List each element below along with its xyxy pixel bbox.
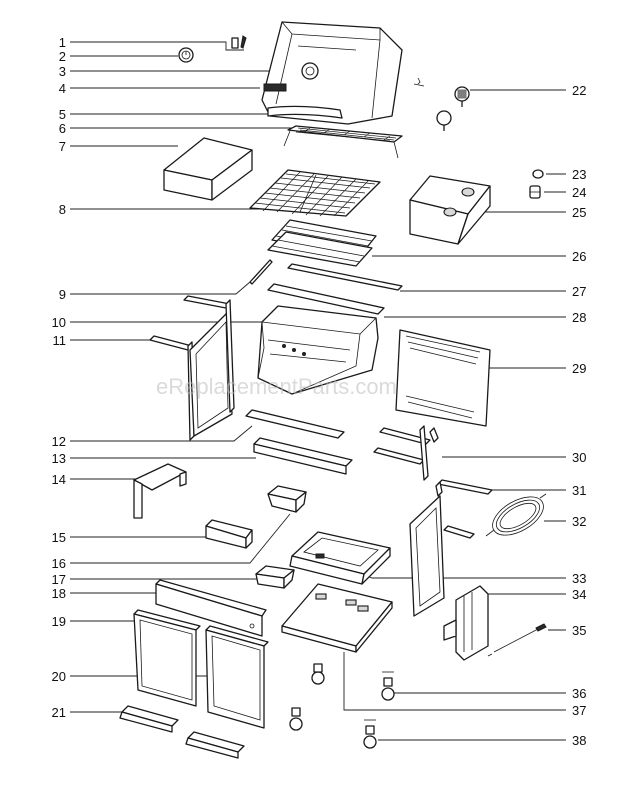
part-29-rear-panel xyxy=(395,329,491,427)
part-18-front-trim xyxy=(155,579,267,637)
callout-38: 38 xyxy=(572,733,586,748)
part-22-control-knobs xyxy=(413,77,470,131)
part-27-burner-tube xyxy=(287,263,403,291)
callout-2: 2 xyxy=(59,49,66,64)
callout-19: 19 xyxy=(52,614,66,629)
part-23-igniter-button xyxy=(532,169,544,179)
part-32-gas-hose xyxy=(485,493,547,537)
callout-17: 17 xyxy=(52,572,66,587)
part-8-cooking-grate xyxy=(249,169,381,217)
part-37-bottom-panel xyxy=(281,583,393,653)
callout-30: 30 xyxy=(572,450,586,465)
watermark: eReplacementParts.com xyxy=(156,374,397,399)
callout-35: 35 xyxy=(572,623,586,638)
callout-27: 27 xyxy=(572,284,586,299)
part-10-cookbox xyxy=(257,305,379,395)
part-24-igniter-module xyxy=(529,185,541,199)
part-13-slide-rail xyxy=(253,437,353,475)
part-33-grease-tray xyxy=(289,531,391,585)
callout-15: 15 xyxy=(52,530,66,545)
callout-32: 32 xyxy=(572,514,586,529)
callout-12: 12 xyxy=(52,434,66,449)
part-38-casters xyxy=(289,707,377,749)
lid-handle xyxy=(267,105,343,119)
part-17-disposable-pan xyxy=(255,565,295,589)
part-36-casters xyxy=(311,663,395,701)
part-7-side-shelf-left xyxy=(163,137,253,201)
part-16-drip-tray xyxy=(267,485,307,513)
part-1-screws xyxy=(231,35,247,49)
callout-7: 7 xyxy=(59,139,66,154)
callout-11: 11 xyxy=(53,333,67,348)
callout-37: 37 xyxy=(572,703,586,718)
callout-34: 34 xyxy=(572,587,586,602)
part-30-slide-frame xyxy=(373,425,439,481)
lid-badge xyxy=(263,83,287,92)
callout-36: 36 xyxy=(572,686,586,701)
part-12-cross-brace xyxy=(245,409,345,439)
part-26-flavorizer-bars xyxy=(267,219,377,267)
part-9-crossover-tube xyxy=(249,259,273,285)
callout-28: 28 xyxy=(572,310,586,325)
part-6-warming-rack xyxy=(283,125,403,159)
part-19-left-door xyxy=(133,609,201,707)
callout-14: 14 xyxy=(52,472,66,487)
callout-3: 3 xyxy=(59,64,66,79)
part-2-thermometer xyxy=(178,47,194,63)
callout-numbers-right: 22 23 24 25 26 27 28 29 30 31 32 33 34 3… xyxy=(572,83,586,748)
callout-9: 9 xyxy=(59,287,66,302)
callout-13: 13 xyxy=(52,451,66,466)
callout-29: 29 xyxy=(572,361,586,376)
callout-6: 6 xyxy=(59,121,66,136)
callout-26: 26 xyxy=(572,249,586,264)
part-31-right-frame xyxy=(409,479,493,617)
callout-numbers-left: 1 2 3 4 5 6 7 8 9 10 11 12 13 14 15 16 1… xyxy=(52,35,66,720)
callout-20: 20 xyxy=(52,669,66,684)
leader-37 xyxy=(343,652,566,711)
callout-1: 1 xyxy=(59,35,66,50)
callout-21: 21 xyxy=(52,705,66,720)
callout-24: 24 xyxy=(572,185,586,200)
part-14-handle xyxy=(133,463,187,519)
part-15-catch-pan-holder xyxy=(205,519,253,549)
leader-16 xyxy=(70,513,291,564)
callout-18: 18 xyxy=(52,586,66,601)
leader-12 xyxy=(70,425,253,442)
part-25-control-panel xyxy=(409,175,491,245)
leader-1 xyxy=(70,41,244,51)
part-35-igniter-wire xyxy=(487,623,547,657)
callout-10: 10 xyxy=(52,315,66,330)
callout-33: 33 xyxy=(572,571,586,586)
callout-23: 23 xyxy=(572,167,586,182)
part-lid xyxy=(261,21,403,125)
leader-9 xyxy=(70,281,251,295)
callout-5: 5 xyxy=(59,107,66,122)
part-20-right-door xyxy=(205,625,269,729)
callout-25: 25 xyxy=(572,205,586,220)
callout-16: 16 xyxy=(52,556,66,571)
part-11-left-frame xyxy=(149,295,235,441)
callout-22: 22 xyxy=(572,83,586,98)
callout-31: 31 xyxy=(572,483,586,498)
leader-lines xyxy=(70,41,566,741)
callout-4: 4 xyxy=(59,81,66,96)
callout-8: 8 xyxy=(59,202,66,217)
part-21-door-handles xyxy=(119,705,245,759)
part-28-burner-tube xyxy=(267,283,385,315)
part-34-side-panel xyxy=(443,585,489,661)
lid-thermometer-bezel xyxy=(301,62,319,80)
